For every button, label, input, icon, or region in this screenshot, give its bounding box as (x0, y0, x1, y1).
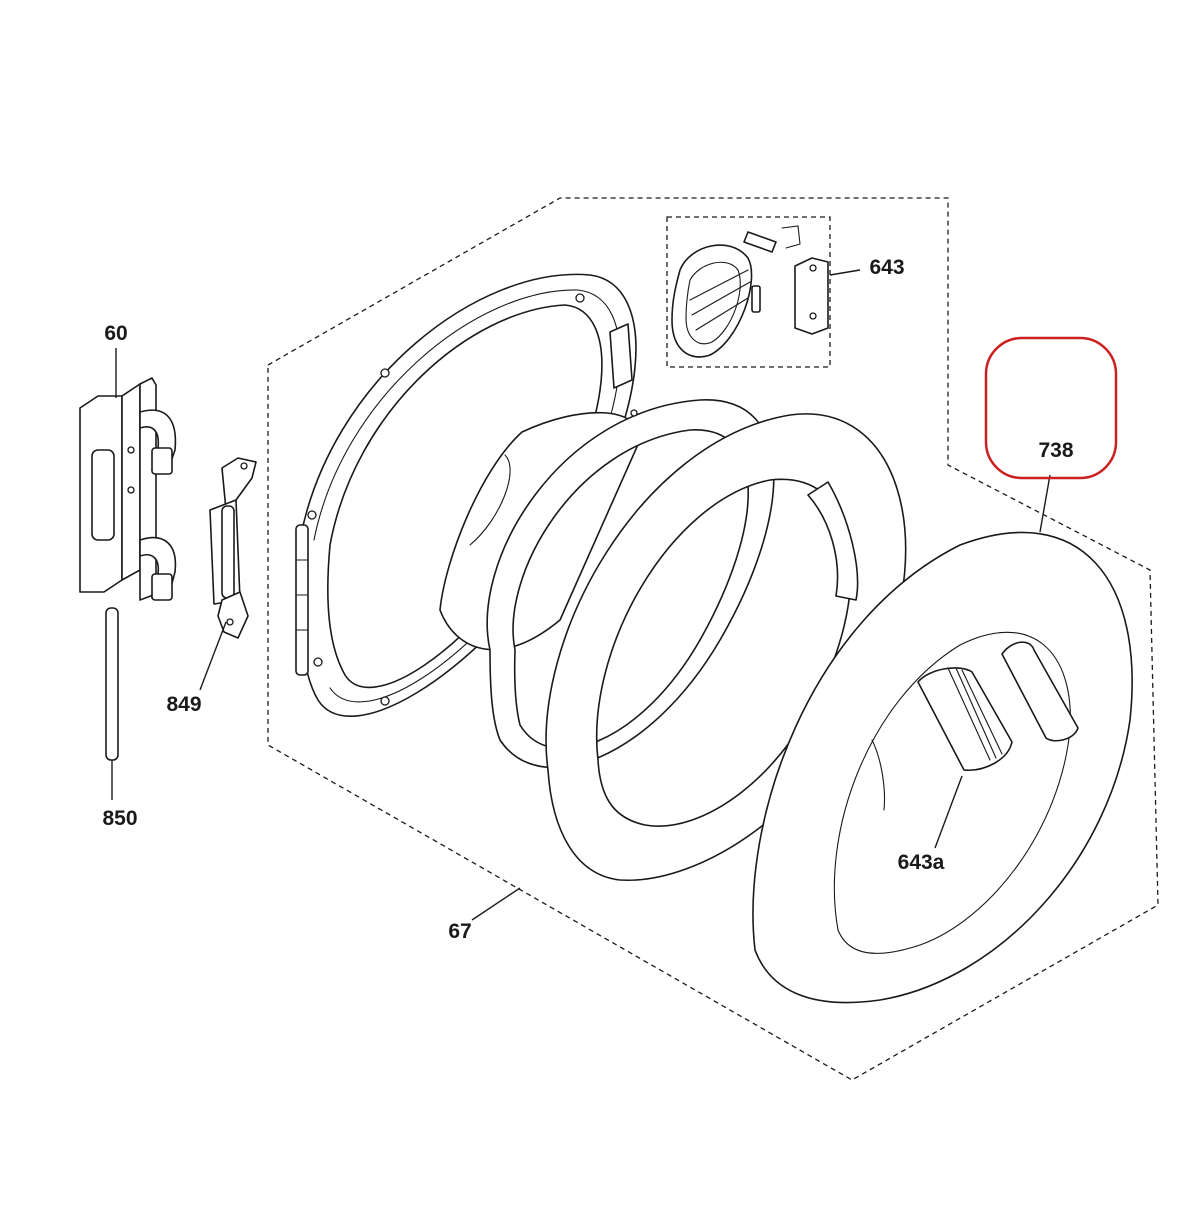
hinge-part (209, 457, 257, 639)
assembly-boundary (267, 197, 1159, 1081)
callout-643: 643 (869, 256, 904, 279)
hinge-pin-part (105, 607, 119, 761)
kit-box (666, 216, 831, 368)
callout-850: 850 (102, 807, 137, 830)
inner-trim-ring (486, 399, 775, 769)
handle-knob-part (917, 641, 1079, 771)
callout-738: 738 (1038, 439, 1073, 462)
leader-738 (1039, 474, 1051, 533)
highlight-box (984, 336, 1118, 480)
callout-643a: 643a (898, 851, 945, 874)
door-handle-part (79, 377, 177, 601)
callout-67: 67 (448, 920, 471, 943)
leader-849 (199, 621, 227, 691)
callout-60: 60 (104, 322, 127, 345)
door-cover-part (752, 531, 1133, 1004)
leader-643a (934, 775, 963, 849)
hinge-kit-contents (671, 225, 829, 358)
leader-643 (829, 269, 861, 276)
callout-849: 849 (166, 693, 201, 716)
leader-67 (471, 887, 521, 921)
